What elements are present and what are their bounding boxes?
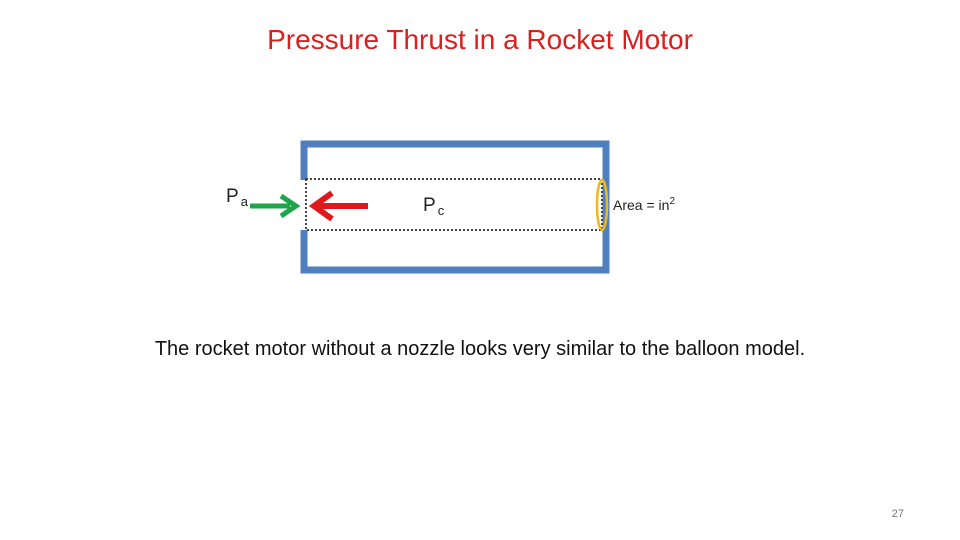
area-label-superscript: 2 — [669, 196, 675, 207]
ambient-pressure-subscript: a — [240, 194, 248, 209]
chamber-pressure-symbol: P — [423, 195, 436, 216]
area-ellipse — [595, 178, 609, 232]
slide-title: Pressure Thrust in a Rocket Motor — [267, 24, 693, 55]
dotted-channel — [305, 178, 603, 231]
ambient-pressure-arrow — [250, 193, 301, 219]
slide-caption: The rocket motor without a nozzle looks … — [154, 338, 806, 360]
chamber-pressure-subscript: c — [437, 203, 445, 218]
area-label-text: Area = in — [613, 197, 670, 213]
chamber-pressure-arrow — [308, 190, 368, 222]
ambient-pressure-symbol: P — [226, 186, 239, 207]
area-label: Area = in2 — [613, 196, 675, 213]
page-number: 27 — [891, 508, 904, 520]
